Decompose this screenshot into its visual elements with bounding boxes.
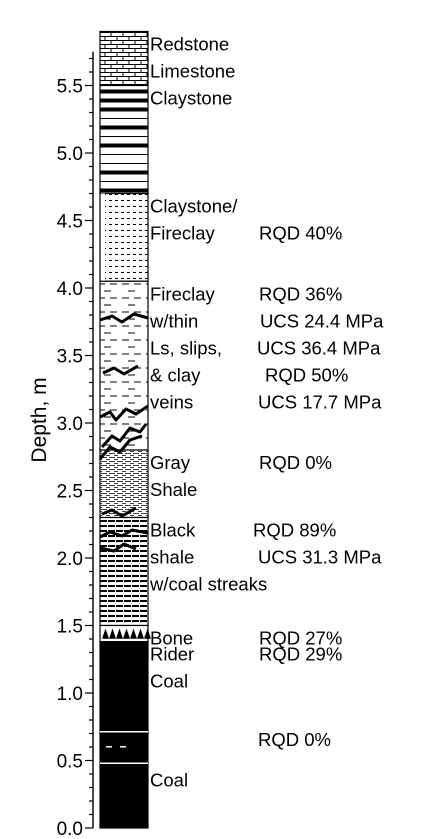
depth-tick-label: 1.5 bbox=[57, 617, 83, 638]
unit-description: Limestone bbox=[150, 61, 235, 82]
bone-triangle bbox=[130, 628, 137, 639]
unit-test-result: RQD 0% bbox=[258, 729, 331, 750]
unit-black-shale: Black shale w/coal streaks RQD 89% UCS 31.3 … bbox=[99, 516, 382, 627]
unit-description: Bone bbox=[150, 628, 193, 649]
unit-description: Ls, slips, bbox=[150, 337, 222, 358]
bone-triangle bbox=[123, 628, 130, 639]
unit-description: Shale bbox=[150, 479, 197, 500]
unit-description: Gray bbox=[150, 452, 191, 473]
unit-description: Rider bbox=[150, 644, 194, 665]
unit-description: Claystone/ bbox=[150, 196, 238, 217]
unit-parting: RQD 0% bbox=[99, 726, 331, 768]
unit-test-result: RQD 89% bbox=[253, 520, 336, 541]
unit-description: w/coal streaks bbox=[149, 574, 267, 595]
depth-tick-label: 4.0 bbox=[57, 279, 83, 300]
bone-triangle bbox=[102, 628, 109, 639]
claystone-bar bbox=[100, 98, 148, 103]
unit-fill-claystone-fireclay bbox=[99, 192, 149, 282]
clay-vein-mark bbox=[99, 528, 149, 539]
depth-tick-label: 5.0 bbox=[57, 144, 83, 165]
unit-description: Claystone bbox=[150, 88, 232, 109]
unit-description: w/thin bbox=[149, 310, 198, 331]
depth-tick-label: 4.5 bbox=[57, 212, 83, 233]
depth-tick-label: 0.5 bbox=[57, 752, 83, 773]
clay-vein-mark bbox=[98, 434, 143, 460]
unit-test-result: RQD 50% bbox=[265, 364, 348, 385]
unit-test-result: RQD 40% bbox=[259, 223, 342, 244]
unit-test-result: UCS 31.3 MPa bbox=[258, 547, 382, 568]
bone-triangle bbox=[109, 628, 116, 639]
unit-description: & clay bbox=[150, 364, 201, 385]
unit-description: veins bbox=[150, 391, 193, 412]
unit-test-result: UCS 17.7 MPa bbox=[258, 391, 382, 412]
unit-fill-fireclay bbox=[99, 280, 149, 451]
depth-tick-label: 3.5 bbox=[57, 347, 83, 368]
depth-tick-label: 2.0 bbox=[57, 549, 83, 570]
claystone-bar bbox=[100, 125, 148, 130]
unit-claystone-fireclay: Claystone/Fireclay RQD 40% bbox=[99, 192, 342, 282]
claystone-bar bbox=[100, 170, 148, 175]
unit-test-result: UCS 36.4 MPa bbox=[257, 337, 381, 358]
unit-fill-redstone-limestone bbox=[99, 30, 149, 87]
unit-fill-gray-shale bbox=[99, 449, 149, 519]
unit-coal: Coal bbox=[99, 766, 188, 829]
depth-tick-label: 1.0 bbox=[57, 684, 83, 705]
unit-test-result: RQD 36% bbox=[259, 283, 342, 304]
clay-vein-mark bbox=[99, 542, 137, 553]
claystone-bar bbox=[100, 89, 148, 94]
unit-description: Redstone bbox=[150, 34, 229, 55]
depth-tick-label: 5.5 bbox=[57, 77, 83, 98]
unit-bone: Bone RQD 27% bbox=[99, 624, 342, 649]
bone-triangle bbox=[116, 628, 123, 639]
unit-fill-claystone bbox=[99, 84, 149, 195]
clay-vein-mark bbox=[101, 506, 137, 518]
unit-test-result: RQD 0% bbox=[259, 452, 332, 473]
claystone-bar bbox=[100, 107, 148, 112]
unit-description: Fireclay bbox=[150, 283, 216, 304]
bone-triangle bbox=[137, 628, 144, 639]
unit-description: Coal bbox=[150, 671, 188, 692]
clay-vein-mark bbox=[99, 312, 149, 324]
clay-vein-mark bbox=[100, 423, 148, 449]
unit-description: Coal bbox=[150, 769, 188, 790]
unit-description: Fireclay bbox=[150, 223, 216, 244]
bone-triangle bbox=[144, 628, 151, 639]
unit-test-result: RQD 27% bbox=[259, 628, 342, 649]
depth-tick-label: 0.0 bbox=[57, 819, 83, 839]
depth-tick-label: 2.5 bbox=[57, 482, 83, 503]
depth-tick-label: 3.0 bbox=[57, 414, 83, 435]
clay-vein-mark bbox=[99, 404, 149, 422]
unit-description: shale bbox=[150, 547, 194, 568]
unit-fill-coal bbox=[99, 766, 149, 829]
unit-fill-rider-coal bbox=[99, 641, 149, 728]
claystone-bar bbox=[100, 188, 148, 193]
unit-test-result: UCS 24.4 MPa bbox=[260, 310, 384, 331]
y-axis-label: Depth, m bbox=[28, 377, 51, 462]
claystone-bar bbox=[100, 143, 148, 148]
unit-claystone: Claystone bbox=[99, 84, 232, 195]
clay-vein-mark bbox=[102, 364, 139, 376]
unit-test-result: RQD 29% bbox=[259, 644, 342, 665]
unit-description: Black bbox=[150, 520, 196, 541]
